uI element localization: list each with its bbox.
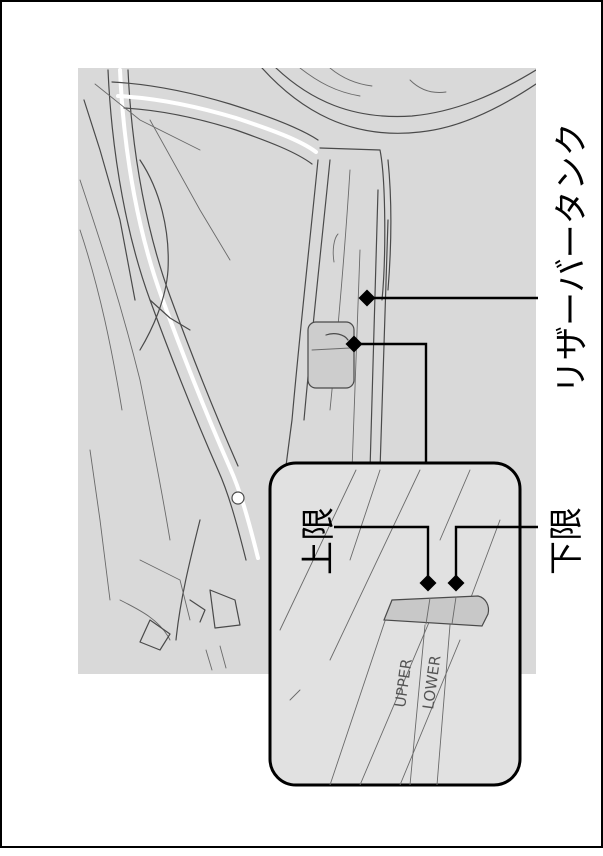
inset-frame: [268, 461, 522, 787]
reservoir-tank-label: リザーバータンク: [552, 122, 592, 394]
engine-bay-illustration: [79, 68, 536, 671]
inset-link-leader: [345, 335, 428, 463]
upper-limit-leader: [334, 525, 437, 592]
inset-tank-body: [383, 595, 490, 627]
magnified-inset: UPPER LOWER: [268, 461, 522, 787]
lower-limit-leader: [447, 525, 538, 592]
upper-limit-label: 上限: [299, 507, 339, 575]
reservoir-tank-leader: [358, 289, 538, 307]
lower-limit-label: 下限: [547, 507, 587, 575]
